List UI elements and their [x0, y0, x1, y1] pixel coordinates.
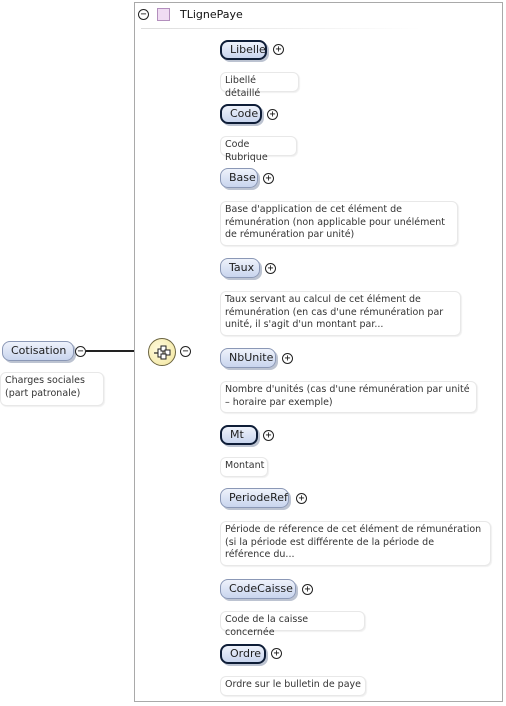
doc-line: Base d'application de cet élément de: [225, 204, 402, 215]
element-perioderef[interactable]: PeriodeRef: [220, 488, 289, 508]
doc-line: référence du...: [225, 549, 295, 560]
element-mt-expand-icon[interactable]: +: [263, 430, 274, 441]
element-taux[interactable]: Taux: [220, 258, 260, 278]
element-base[interactable]: Base: [220, 168, 258, 188]
doc-line: Ordre sur le bulletin de paye: [225, 679, 362, 690]
element-code[interactable]: Code: [220, 104, 262, 124]
doc-line: Code Rubrique: [225, 139, 268, 163]
doc-line: Libellé détaillé: [225, 75, 261, 99]
element-libelle-expand-icon[interactable]: +: [273, 44, 284, 55]
doc-line: de rémunération par unité): [225, 229, 355, 240]
element-ordre-expand-icon[interactable]: +: [271, 648, 282, 659]
element-ordre[interactable]: Ordre: [220, 644, 266, 664]
doc-line: Montant: [225, 460, 265, 471]
element-base-expand-icon[interactable]: +: [263, 173, 274, 184]
sequence-compositor-icon[interactable]: [148, 338, 176, 366]
complex-type-icon: [157, 8, 170, 21]
doc-line: Code de la caisse concernée: [225, 614, 309, 638]
sequence-glyph: [154, 345, 171, 360]
element-libelle-doc: Libellé détaillé: [220, 72, 299, 99]
element-codecaisse-doc: Code de la caisse concernée: [220, 611, 365, 638]
element-ordre-doc: Ordre sur le bulletin de paye: [220, 676, 366, 696]
doc-line: – horaire par exemple): [225, 396, 333, 408]
element-base-doc: Base d'application de cet élément de rém…: [220, 201, 458, 246]
root-doc-line: (part patronale): [5, 387, 81, 399]
root-collapse-icon[interactable]: −: [75, 346, 86, 357]
element-taux-expand-icon[interactable]: +: [265, 263, 276, 274]
root-doc-line: Charges sociales: [5, 375, 85, 386]
element-taux-doc: Taux servant au calcul de cet élément de…: [220, 291, 461, 336]
element-codecaisse-expand-icon[interactable]: +: [302, 584, 313, 595]
doc-line: rémunération (en cas d'une rémunération …: [225, 306, 444, 318]
root-documentation: Charges sociales (part patronale): [0, 372, 104, 406]
doc-line: Période de réference de cet élément de r…: [225, 524, 482, 535]
element-nbunite-doc: Nombre d'unités (cas d'une rémunération …: [220, 381, 477, 413]
element-mt-doc: Montant: [220, 457, 268, 477]
doc-line: (si la période est différente de la péri…: [225, 536, 435, 548]
element-libelle[interactable]: Libelle: [220, 40, 267, 60]
element-nbunite[interactable]: NbUnite: [220, 348, 276, 368]
element-mt[interactable]: Mt: [220, 425, 258, 445]
doc-line: unité, il s'agit d'un montant par...: [225, 319, 384, 330]
element-nbunite-expand-icon[interactable]: +: [282, 353, 293, 364]
doc-line: Taux servant au calcul de cet élément de: [225, 294, 421, 305]
type-divider: [141, 28, 421, 29]
doc-line: Nombre d'unités (cas d'une rémunération …: [225, 384, 470, 395]
type-name: TLignePaye: [180, 8, 243, 21]
element-code-expand-icon[interactable]: +: [267, 109, 278, 120]
element-codecaisse[interactable]: CodeCaisse: [220, 579, 296, 599]
root-element-cotisation[interactable]: Cotisation: [2, 341, 74, 361]
type-container-box: [134, 2, 503, 702]
sequence-collapse-icon[interactable]: −: [180, 346, 191, 357]
element-code-doc: Code Rubrique: [220, 136, 297, 163]
element-perioderef-doc: Période de réference de cet élément de r…: [220, 521, 491, 566]
element-perioderef-expand-icon[interactable]: +: [296, 493, 307, 504]
doc-line: rémunération (non applicable pour unélém…: [225, 216, 445, 228]
type-collapse-icon[interactable]: −: [138, 9, 149, 20]
